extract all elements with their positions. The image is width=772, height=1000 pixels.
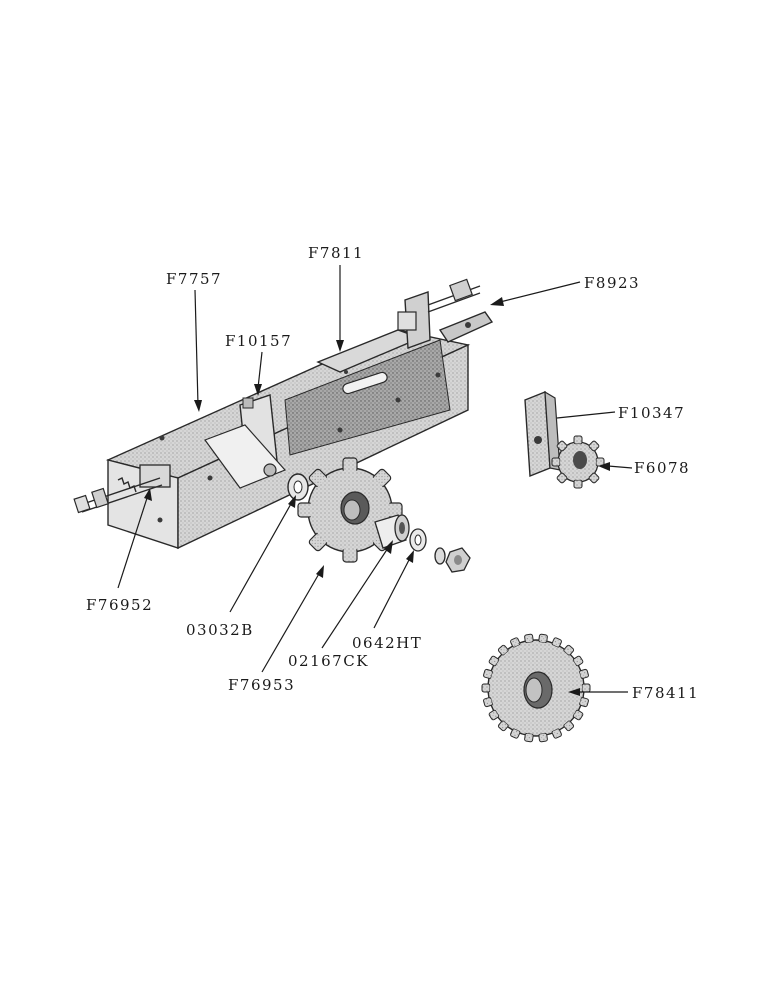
part-labels: F7811 F7757 F8923 F10157 F10347 F6078 F7… [86,244,699,702]
frame-slot [342,371,388,395]
frame-center-plate [284,339,451,456]
sprocket-tooth [481,683,491,693]
frame-assembly [73,278,494,550]
rear-tab [404,291,431,349]
bracket-f10347 [524,390,561,478]
small-sprocket-f6078 [551,435,605,489]
sprocket-tooth [538,633,548,644]
label-02167ck: 02167CK [288,652,369,670]
sprocket-tooth [524,633,534,644]
washer-03032b [287,473,309,501]
label-f7757: F7757 [166,270,222,288]
sprocket-tooth [578,668,589,679]
label-03032b: 03032B [186,621,254,639]
leader-lines [117,265,633,696]
label-f10157: F10157 [225,332,292,350]
label-f76953: F76953 [228,676,295,694]
sprocket-tooth [524,732,534,743]
sprocket-tooth [488,709,500,721]
label-f8923: F8923 [584,274,640,292]
sprocket-tooth [572,709,584,721]
label-f7811: F7811 [308,244,364,262]
bushing-02167ck [374,514,410,549]
label-0642ht: 0642HT [352,634,422,652]
sprocket-tooth [538,732,548,743]
rear-bolt [397,311,417,331]
sprocket-tooth [581,683,591,693]
rear-nut [449,278,473,302]
front-nut-1 [91,487,109,509]
sprocket-tooth [578,697,589,708]
cross-bracket-bolt [242,397,254,409]
label-f6078: F6078 [634,459,690,477]
front-nut-2 [73,494,91,514]
sprocket-tooth [488,655,500,667]
label-f76952: F76952 [86,596,153,614]
sprocket-tooth [572,655,584,667]
label-f10347: F10347 [618,404,685,422]
large-sprocket-f78411 [481,633,591,743]
label-f78411: F78411 [632,684,699,702]
hardware-0642ht [409,528,471,573]
